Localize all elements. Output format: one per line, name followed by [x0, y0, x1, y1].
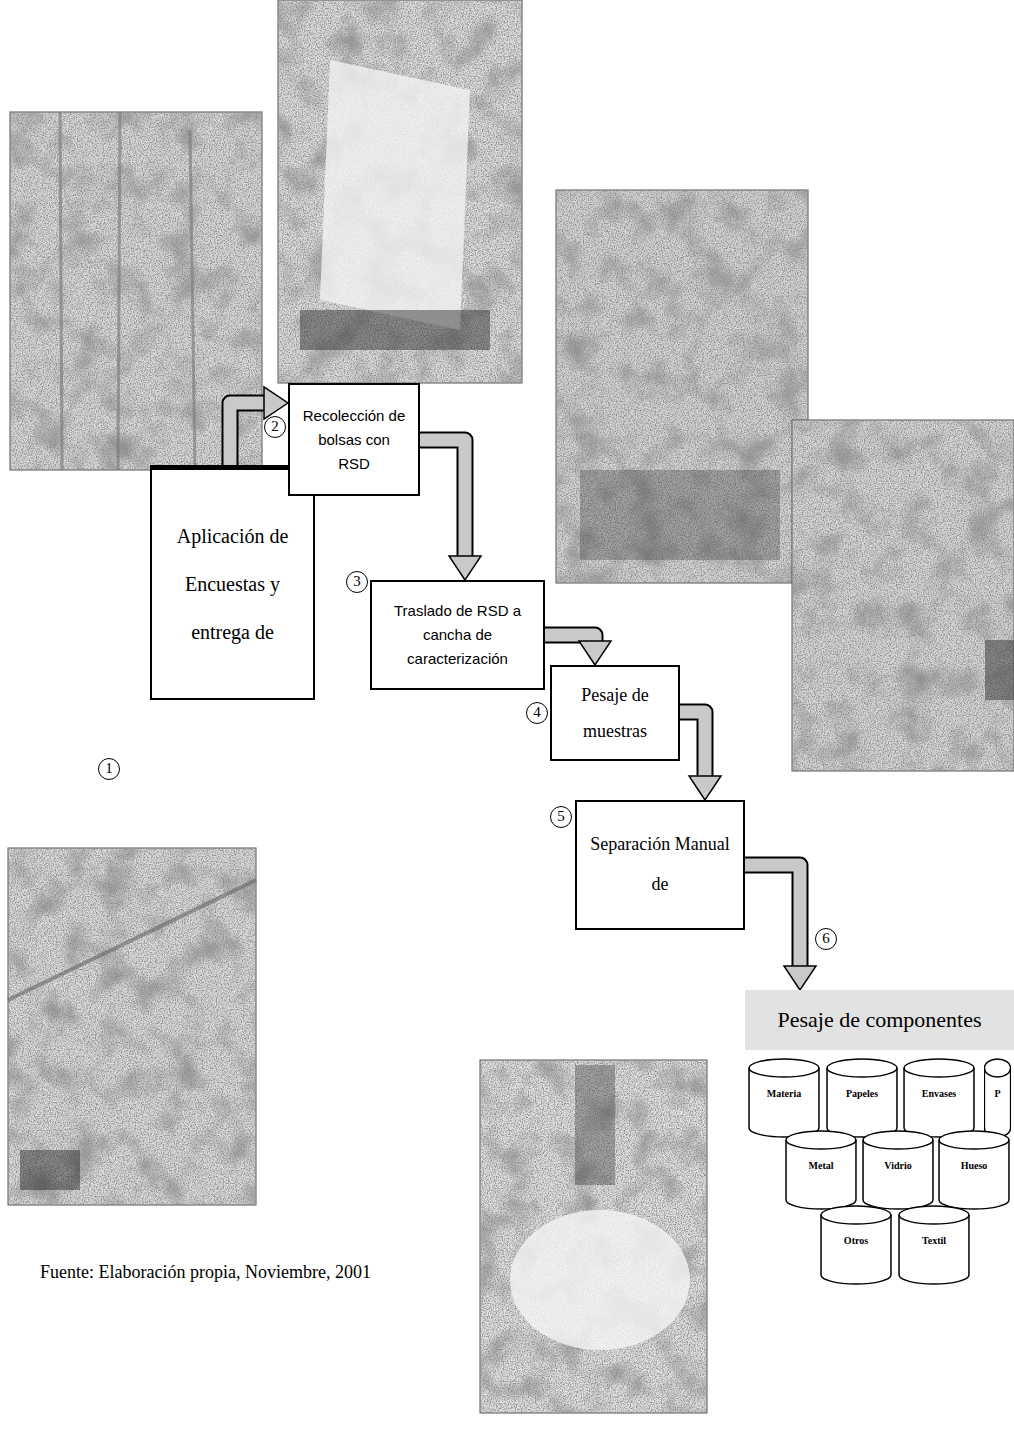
node-text: P	[984, 1088, 1011, 1099]
bin-cylinder: Vidrio	[862, 1130, 934, 1210]
photo	[8, 848, 256, 1205]
callout-number: 5	[550, 806, 572, 828]
bin-cylinder: Envases	[903, 1058, 975, 1138]
block-arrow	[745, 865, 816, 990]
text-block: Recolección de bolsas con RSD	[302, 404, 406, 476]
callout-number: 2	[264, 416, 286, 438]
text-block: Textil	[898, 1235, 970, 1246]
bin-cylinder: Papeles	[826, 1058, 898, 1138]
process-box: Aplicación de Encuestas y entrega de	[150, 465, 315, 700]
callout-number: 6	[815, 928, 837, 950]
node-text: Envases	[903, 1088, 975, 1099]
bin-cylinder: P	[984, 1058, 1011, 1138]
text-block: Traslado de RSD a cancha de caracterizac…	[384, 599, 531, 671]
block-arrow	[545, 635, 611, 665]
node-text: Otros	[820, 1235, 892, 1246]
text-block: Vidrio	[862, 1160, 934, 1171]
process-box: Traslado de RSD a cancha de caracterizac…	[370, 580, 545, 690]
bin-cylinder: Hueso	[938, 1130, 1010, 1210]
text-block: Materia	[748, 1088, 820, 1099]
callout-number: 4	[526, 702, 548, 724]
node-text: Textil	[898, 1235, 970, 1246]
photo	[792, 420, 1014, 771]
text-block: Hueso	[938, 1160, 1010, 1171]
bin-cylinder: Materia	[748, 1058, 820, 1138]
photo	[556, 190, 808, 583]
text-block: Metal	[785, 1160, 857, 1171]
process-box: Separación Manual de	[575, 800, 745, 930]
text-block: Envases	[903, 1088, 975, 1099]
bin-cylinder: Otros	[820, 1205, 892, 1285]
node-text: Materia	[748, 1088, 820, 1099]
callout-number: 1	[98, 758, 120, 780]
block-arrow	[230, 387, 288, 465]
bin-cylinder: Metal	[785, 1130, 857, 1210]
node-text: Vidrio	[862, 1160, 934, 1171]
node-text: Metal	[785, 1160, 857, 1171]
photo	[480, 1060, 707, 1413]
node-text: Traslado de RSD a cancha de caracterizac…	[384, 599, 531, 671]
text-block: P	[984, 1088, 1011, 1099]
node-text: Recolección de bolsas con RSD	[302, 404, 406, 476]
text-block: Otros	[820, 1235, 892, 1246]
bin-cylinder: Textil	[898, 1205, 970, 1285]
text-block: Pesaje de muestras	[562, 677, 668, 749]
photo	[278, 0, 522, 383]
process-box: Recolección de bolsas con RSD	[288, 383, 420, 496]
block-arrow	[420, 440, 481, 580]
text-block: Papeles	[826, 1088, 898, 1099]
block-arrow	[680, 712, 721, 800]
text-block: Aplicación de Encuestas y entrega de	[164, 512, 301, 656]
node-text: Papeles	[826, 1088, 898, 1099]
text-block: Pesaje de componentes	[777, 1007, 981, 1033]
node-text: Aplicación de Encuestas y entrega de	[164, 512, 301, 656]
node-text: Pesaje de muestras	[562, 677, 668, 749]
node-text: Separación Manual de	[589, 825, 731, 904]
heading-band: Pesaje de componentes	[745, 990, 1014, 1050]
callout-number: 3	[346, 571, 368, 593]
process-box: Pesaje de muestras	[550, 665, 680, 761]
source-caption: Fuente: Elaboración propia, Noviembre, 2…	[40, 1262, 371, 1283]
node-text: Pesaje de componentes	[777, 1007, 981, 1033]
node-text: Hueso	[938, 1160, 1010, 1171]
text-block: Separación Manual de	[589, 825, 731, 904]
